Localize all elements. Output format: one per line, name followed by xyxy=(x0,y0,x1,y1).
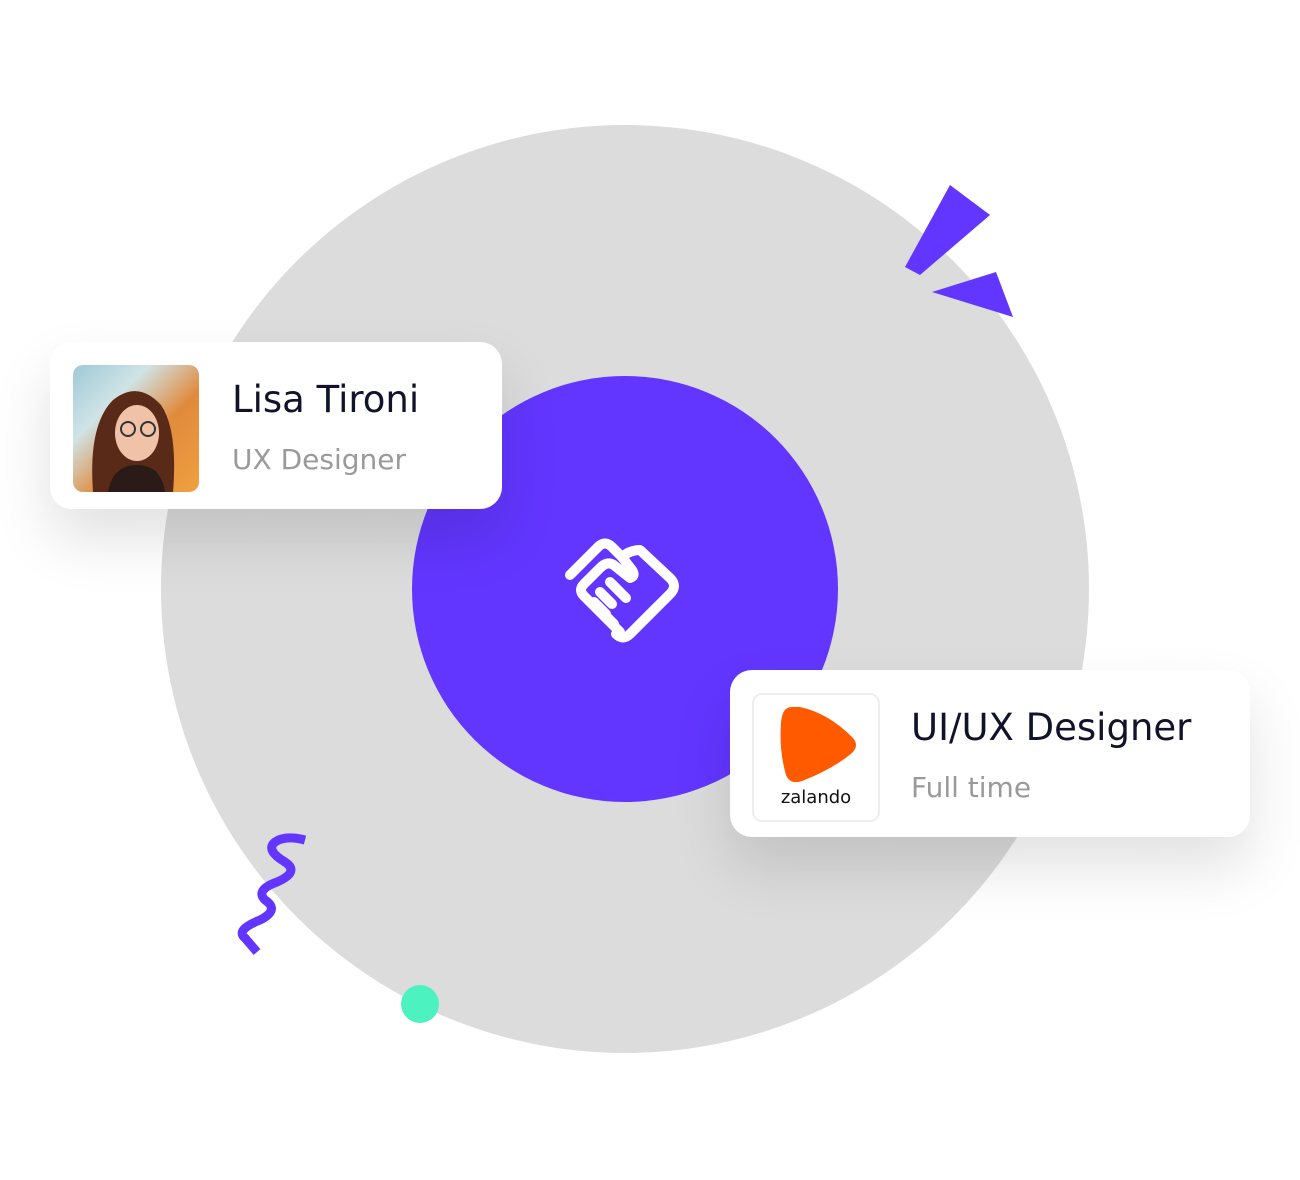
avatar xyxy=(73,365,199,492)
zalando-logo-icon xyxy=(780,707,856,783)
spark-accent-icon xyxy=(905,185,1013,317)
company-logo-text: zalando xyxy=(780,787,852,808)
company-logo: zalando xyxy=(752,693,880,822)
job-type: Full time xyxy=(911,771,1032,804)
candidate-role: UX Designer xyxy=(232,443,406,476)
person-photo xyxy=(92,391,175,492)
job-title: UI/UX Designer xyxy=(911,706,1192,749)
job-card[interactable]: zalando UI/UX Designer Full time xyxy=(730,670,1250,837)
candidate-card[interactable]: Lisa Tironi UX Designer xyxy=(50,342,502,509)
mint-dot xyxy=(401,985,439,1023)
handshake-icon xyxy=(565,538,679,643)
squiggle-icon xyxy=(237,833,307,955)
candidate-name: Lisa Tironi xyxy=(232,378,420,421)
